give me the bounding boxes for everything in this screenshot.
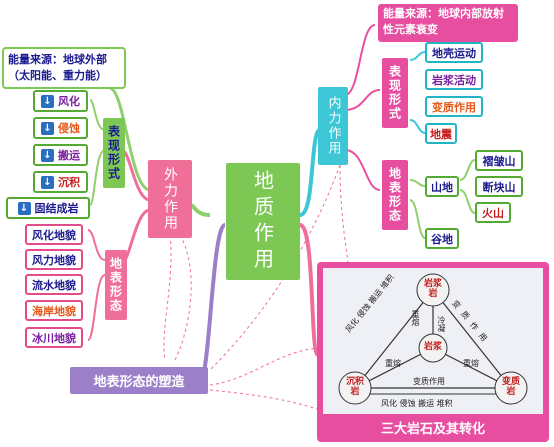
metamorphic-rock-label: 变质岩 xyxy=(501,377,520,397)
remelt-label-2: 重熔 xyxy=(385,359,401,368)
internal-landforms-title: 地表形态 xyxy=(382,160,408,230)
internal-form-item: 岩浆活动 xyxy=(425,69,483,90)
rock-cycle-svg xyxy=(338,273,528,405)
down-arrow-icon: ↓ xyxy=(41,121,54,135)
internal-form-item: 地震 xyxy=(425,123,457,144)
internal-form-item: 变质作用 xyxy=(425,96,483,117)
external-form-item: ↓沉积 xyxy=(33,171,88,193)
internal-forms-title: 表现形式 xyxy=(382,58,408,128)
external-landform-item: 风力地貌 xyxy=(25,249,83,270)
surface-shaping-node: 地表形态的塑造 xyxy=(70,367,208,394)
external-form-item: ↓搬运 xyxy=(33,144,88,166)
center-magma-label: 岩浆 xyxy=(423,342,442,352)
external-landform-item: 流水地貌 xyxy=(25,274,83,295)
external-force-node: 外力作用 xyxy=(148,160,192,238)
rock-cycle-caption: 三大岩石及其转化 xyxy=(380,422,485,437)
center-node: 地质作用 xyxy=(226,163,300,280)
cool-label: 冷凝 xyxy=(437,316,446,332)
external-forms-title: 表现形式 xyxy=(103,118,125,188)
internal-force-node: 内力作用 xyxy=(318,87,348,165)
down-arrow-icon: ↓ xyxy=(41,148,54,162)
mountain-type-item: 褶皱山 xyxy=(475,150,523,171)
internal-form-item: 地壳运动 xyxy=(425,42,483,63)
mountain-type-item: 火山 xyxy=(475,202,511,223)
external-landform-item: 风化地貌 xyxy=(25,224,83,245)
external-form-item: ↓固结成岩 xyxy=(6,197,90,219)
rock-cycle-diagram: 岩浆岩 岩浆 沉积岩 变质岩 风化 侵蚀 搬运 堆积 变质作用 变质作用 风化 … xyxy=(323,268,543,414)
external-landform-item: 海岸地貌 xyxy=(25,300,83,321)
bottom-weathering-label: 风化 侵蚀 搬运 堆积 xyxy=(381,399,453,408)
down-arrow-icon: ↓ xyxy=(41,175,54,189)
remelt-label-3: 重熔 xyxy=(463,359,479,368)
remelt-label-1: 重熔 xyxy=(411,310,420,326)
external-form-item: ↓侵蚀 xyxy=(33,117,88,139)
internal-energy-source: 能量来源：地球内部放射性元素衰变 xyxy=(378,4,518,42)
external-energy-source: 能量来源：地球外部（太阳能、重力能） xyxy=(2,47,126,89)
down-arrow-icon: ↓ xyxy=(41,94,54,108)
magma-rock-label: 岩浆岩 xyxy=(423,279,442,299)
external-landform-item: 冰川地貌 xyxy=(25,327,83,348)
bottom-metamorphism-label: 变质作用 xyxy=(413,377,445,386)
mountain-node: 山地 xyxy=(425,176,459,197)
down-arrow-icon: ↓ xyxy=(17,201,31,215)
rock-cycle-panel: 岩浆岩 岩浆 沉积岩 变质岩 风化 侵蚀 搬运 堆积 变质作用 变质作用 风化 … xyxy=(317,262,549,442)
valley-node: 谷地 xyxy=(425,228,459,249)
sedimentary-rock-label: 沉积岩 xyxy=(345,377,364,397)
mountain-type-item: 断块山 xyxy=(475,176,523,197)
external-form-item: ↓风化 xyxy=(33,90,88,112)
external-landforms-title: 地表形态 xyxy=(105,250,127,320)
